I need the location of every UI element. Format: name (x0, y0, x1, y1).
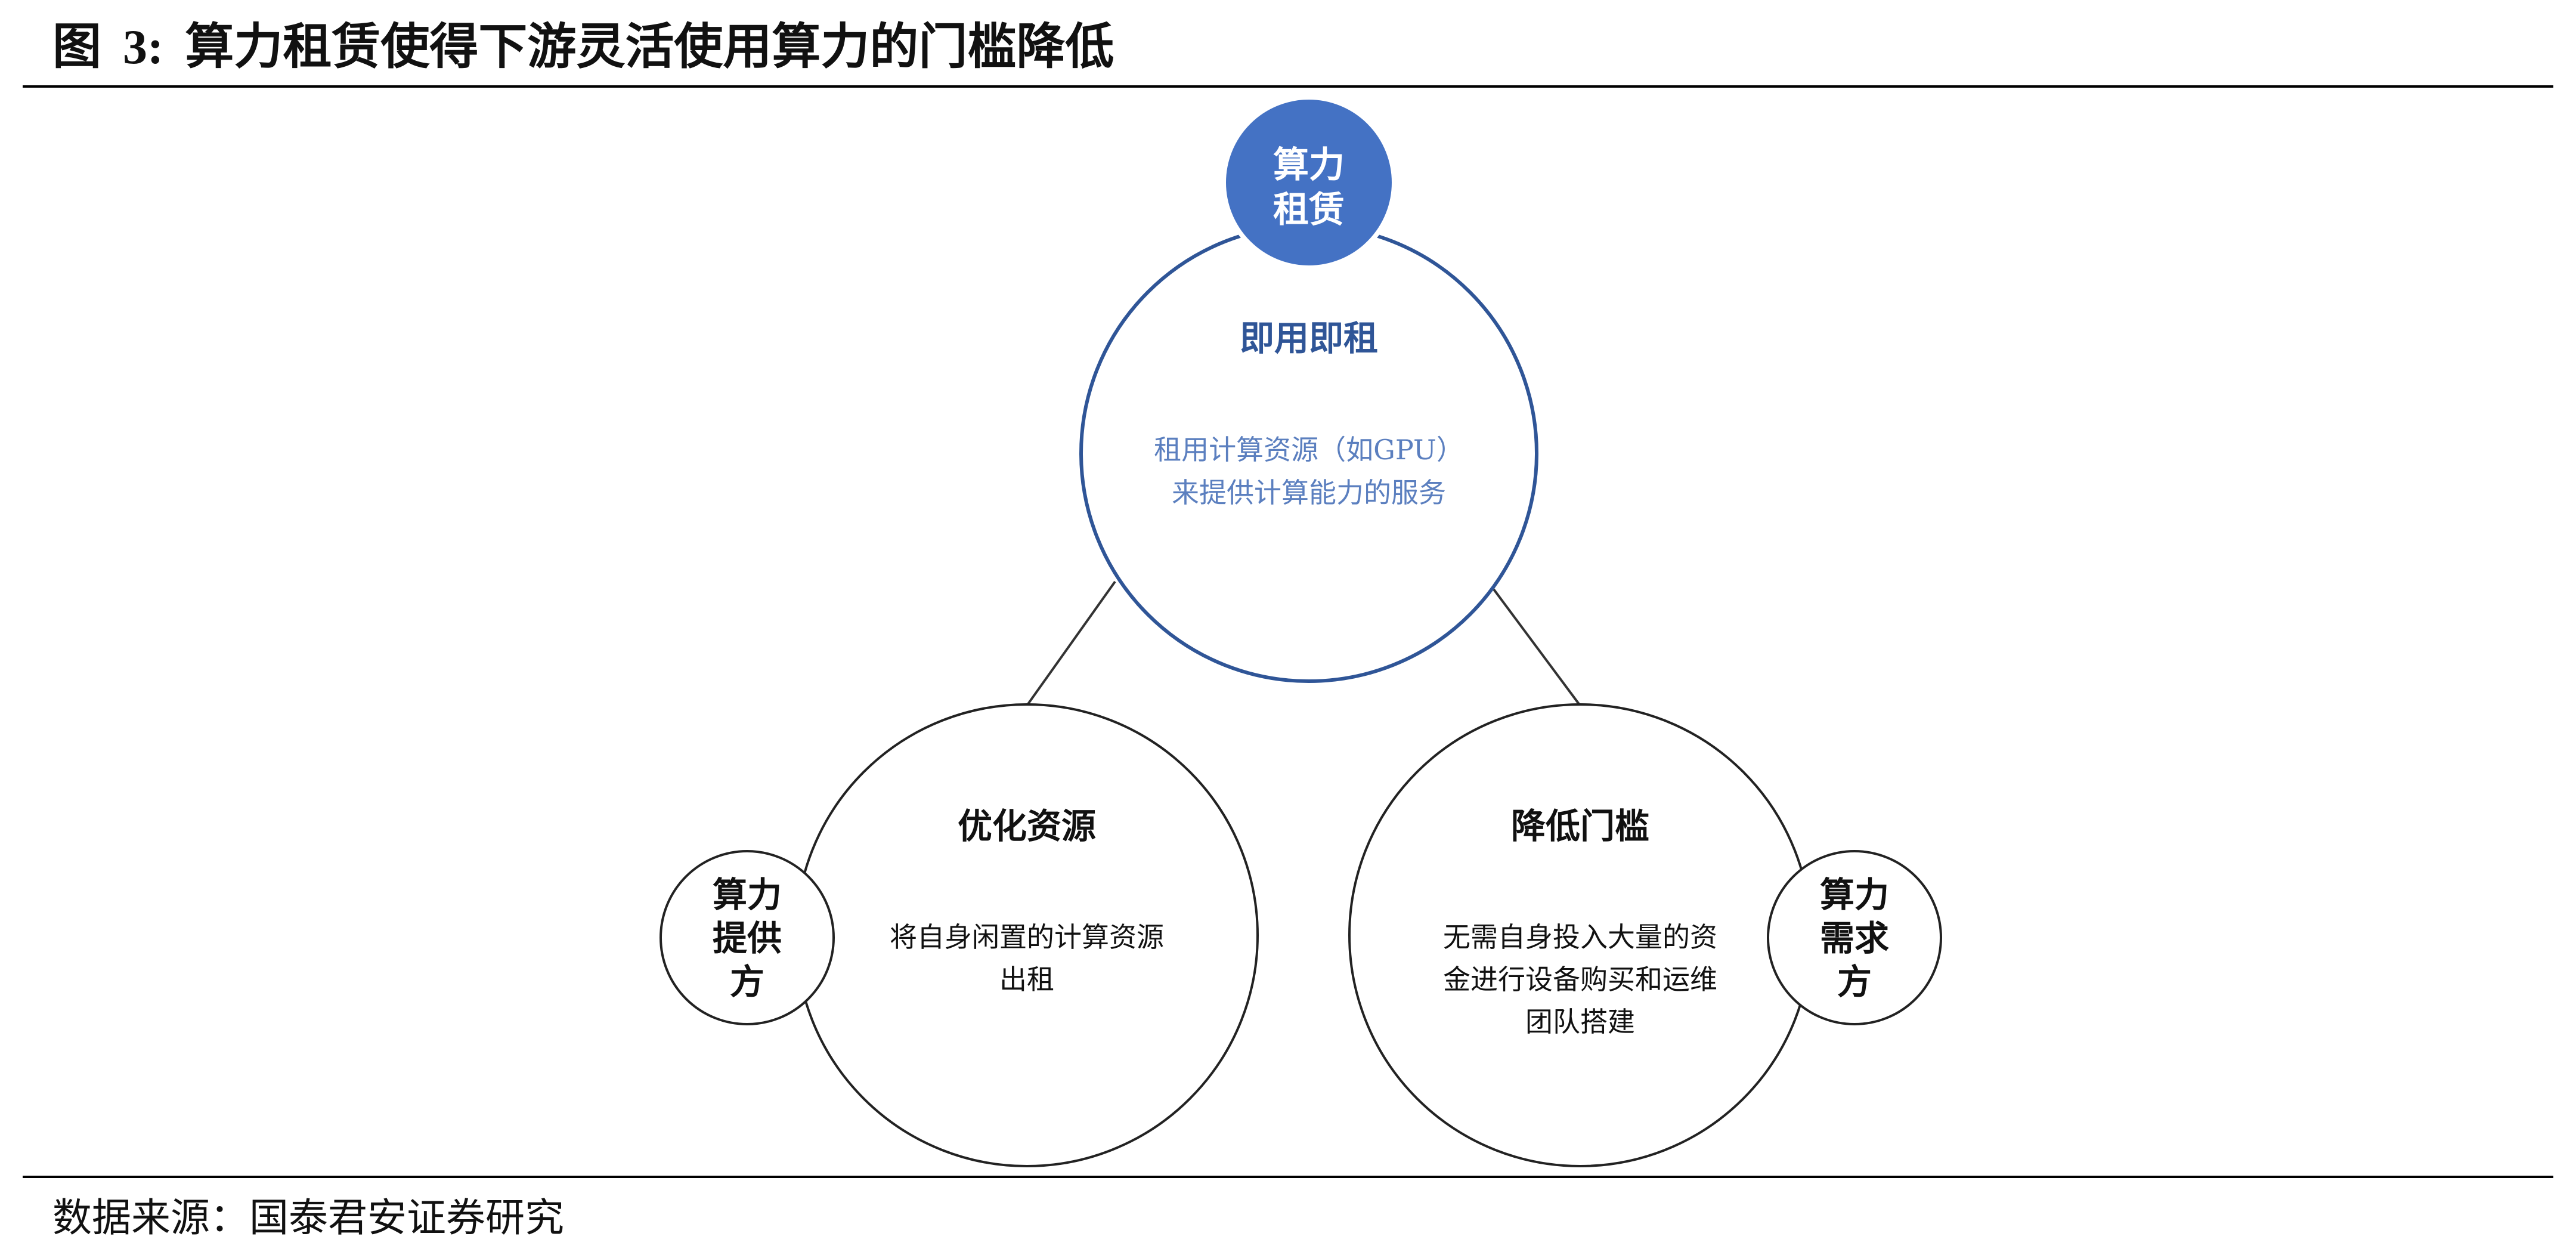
circle-left-body-line-2: 出租 (999, 963, 1054, 996)
bottom-divider (23, 1176, 2553, 1178)
badge-right-line-3: 方 (1837, 962, 1872, 1002)
badge-right-line-1: 算力 (1820, 874, 1889, 915)
figure-label: 图 (52, 18, 102, 75)
circle-top-body-line-2: 来提供计算能力的服务 (1172, 477, 1446, 509)
connector-line-right (1493, 588, 1581, 707)
figure-title-text: 算力租赁使得下游灵活使用算力的门槛降低 (185, 18, 1114, 75)
circle-top-heading: 即用即租 (1240, 318, 1378, 358)
badge-left (660, 850, 835, 1025)
circle-top-body-line-1: 租用计算资源（如GPU） (1154, 434, 1464, 466)
circle-right-heading: 降低门槛 (1511, 806, 1649, 846)
badge-right-line-2: 需求 (1820, 918, 1889, 959)
figure-colon: : (147, 20, 164, 74)
circle-right-body-line-2: 金进行设备购买和运维 (1443, 963, 1717, 996)
source-note: 数据来源：国泰君安证券研究 (52, 1195, 564, 1241)
badge-left-line-1: 算力 (713, 874, 782, 915)
circle-right-body-line-1: 无需自身投入大量的资 (1443, 921, 1717, 953)
badge-left-line-2: 提供 (713, 918, 782, 959)
circle-left-body-line-1: 将自身闲置的计算资源 (890, 921, 1164, 953)
badge-top-line-1: 算力 (1273, 144, 1345, 186)
badge-left-line-3: 方 (730, 962, 764, 1002)
top-divider (23, 85, 2553, 88)
badge-top-line-2: 租赁 (1273, 189, 1345, 231)
badge-right (1767, 850, 1942, 1025)
figure-number: 3 (123, 20, 148, 74)
circle-left-heading: 优化资源 (958, 806, 1096, 846)
connector-line-left (1026, 580, 1116, 707)
badge-top (1221, 95, 1397, 270)
circle-right-body-line-3: 团队搭建 (1525, 1006, 1635, 1038)
